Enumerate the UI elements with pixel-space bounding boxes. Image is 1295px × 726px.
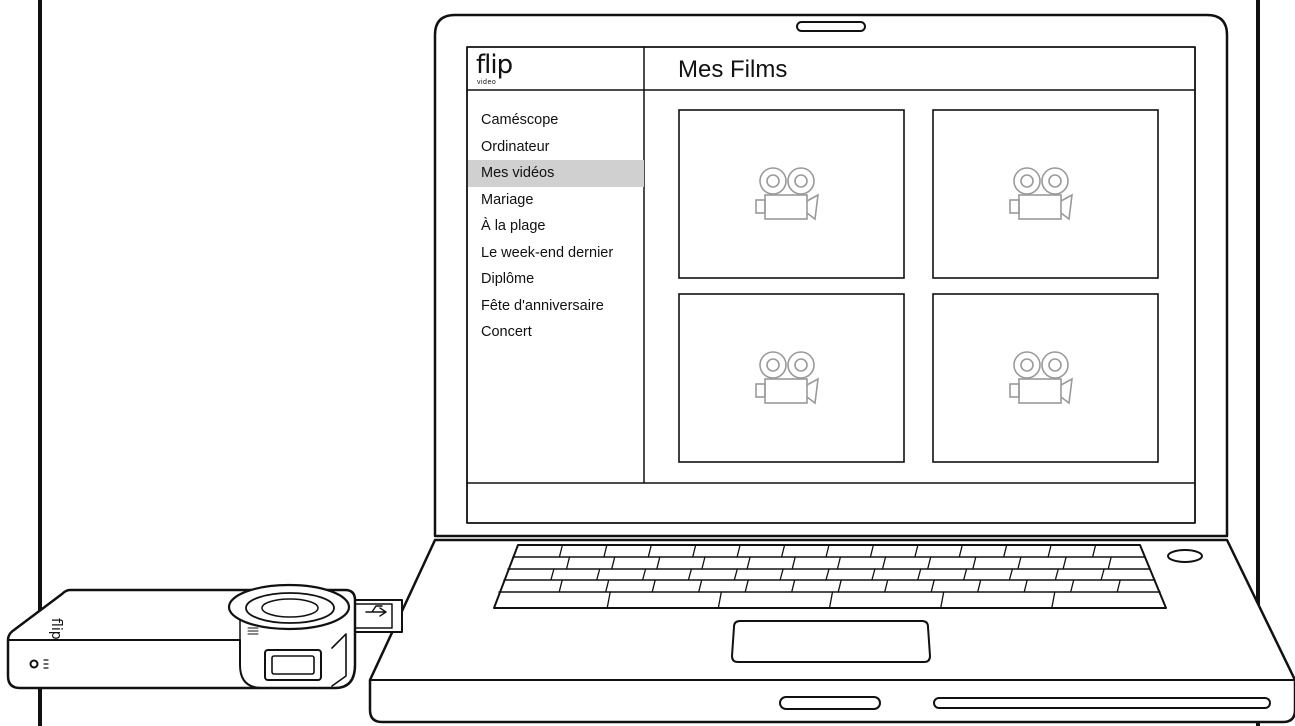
movie-camera-icon — [932, 293, 1159, 463]
sidebar-item-mes-videos[interactable]: Mes vidéos — [468, 160, 644, 187]
flip-logo: flip — [476, 50, 513, 80]
sidebar-item-diplome[interactable]: Diplôme — [481, 271, 535, 287]
movie-camera-icon — [678, 109, 905, 279]
sidebar-item-week-end-dernier[interactable]: Le week-end dernier — [481, 244, 614, 261]
svg-text:flip: flip — [48, 618, 64, 640]
flip-video-app-window: flip video Mes Films Caméscope Ordinateu… — [468, 48, 1195, 522]
video-thumbnail[interactable] — [678, 109, 905, 279]
page-title: Mes Films — [678, 56, 788, 83]
sidebar-item-camescope[interactable]: Caméscope — [481, 112, 559, 128]
sidebar-item-a-la-plage[interactable]: À la plage — [481, 218, 546, 234]
video-thumbnail[interactable] — [678, 293, 905, 463]
sidebar-item-ordinateur[interactable]: Ordinateur — [481, 138, 550, 155]
sidebar-item-mariage[interactable]: Mariage — [481, 191, 534, 208]
sidebar-item-concert[interactable]: Concert — [481, 324, 532, 340]
movie-camera-icon — [932, 109, 1159, 279]
video-thumbnail[interactable] — [932, 109, 1159, 279]
video-thumbnail[interactable] — [932, 293, 1159, 463]
sidebar: Caméscope Ordinateur Mes vidéos Mariage … — [468, 107, 644, 346]
movie-camera-icon — [678, 293, 905, 463]
sidebar-item-fete-anniversaire[interactable]: Fête d'anniversaire — [481, 297, 604, 314]
flip-logo-subtitle: video — [477, 79, 497, 86]
